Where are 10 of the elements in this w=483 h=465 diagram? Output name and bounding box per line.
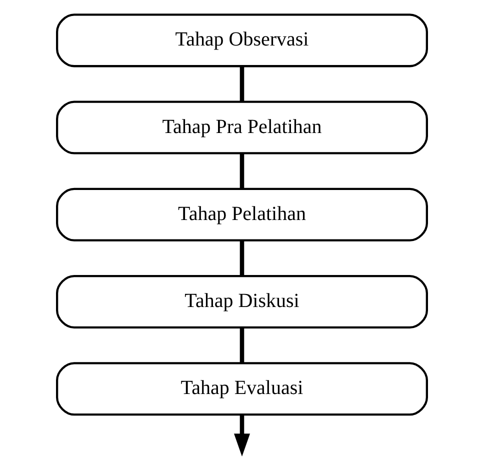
connector — [239, 152, 244, 188]
connector — [239, 240, 244, 276]
node-box: Tahap Diskusi — [56, 274, 428, 328]
node-box: Tahap Pra Pelatihan — [56, 100, 428, 154]
node-box: Tahap Pelatihan — [56, 187, 428, 241]
node-box: Tahap Evaluasi — [56, 362, 428, 416]
connector — [239, 327, 244, 362]
node-box: Tahap Observasi — [56, 13, 428, 67]
arrow — [233, 414, 250, 456]
connector — [239, 66, 244, 101]
